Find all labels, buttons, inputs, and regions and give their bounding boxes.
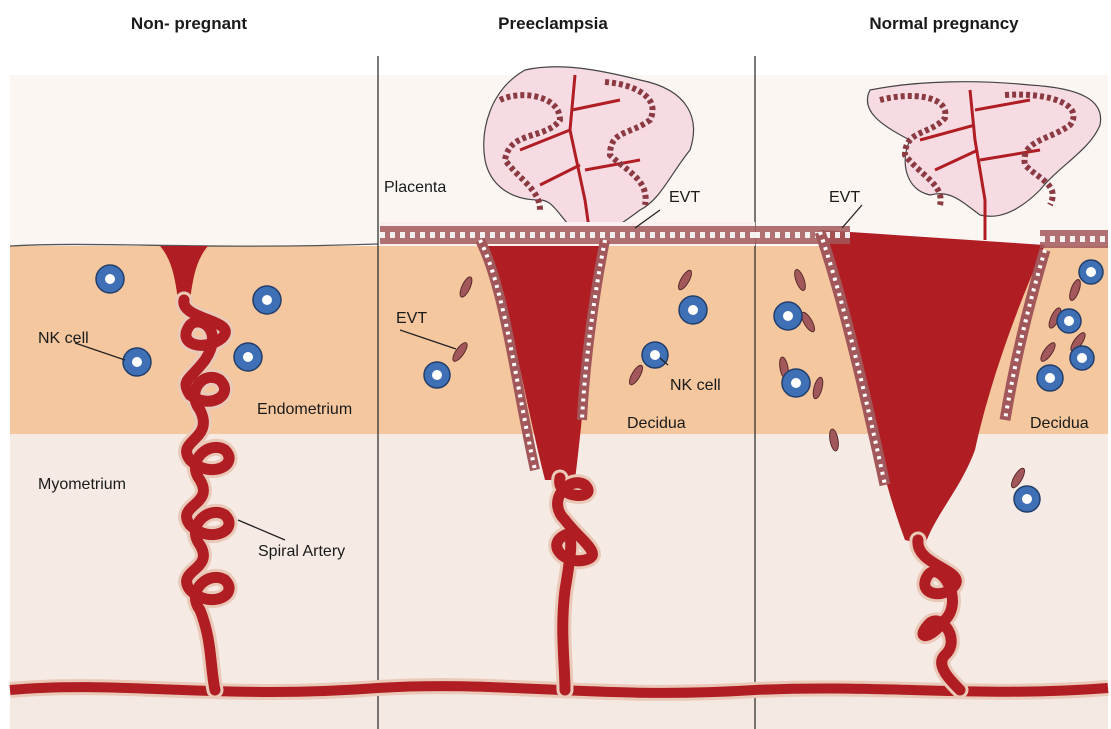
nk-cell xyxy=(679,296,707,324)
nk-cell xyxy=(123,348,151,376)
panel-title-non-pregnant: Non- pregnant xyxy=(131,14,247,33)
label-myometrium: Myometrium xyxy=(38,476,126,493)
nk-cell xyxy=(1057,309,1081,333)
label-nk-cell: NK cell xyxy=(670,377,721,394)
nk-cell xyxy=(253,286,281,314)
nk-cell xyxy=(1014,486,1040,512)
nk-cell xyxy=(1079,260,1103,284)
label-decidua: Decidua xyxy=(1030,415,1089,432)
nk-cell xyxy=(774,302,802,330)
nk-cell xyxy=(782,369,810,397)
label-endometrium: Endometrium xyxy=(257,401,352,418)
label-decidua: Decidua xyxy=(627,415,686,432)
nk-cell xyxy=(1037,365,1063,391)
label-evt: EVT xyxy=(829,189,860,206)
panel-title-normal-pregnancy: Normal pregnancy xyxy=(869,14,1019,33)
label-evt-top: EVT xyxy=(669,189,700,206)
label-evt-left: EVT xyxy=(396,310,427,327)
label-spiral-artery: Spiral Artery xyxy=(258,543,345,560)
panel-title-preeclampsia: Preeclampsia xyxy=(498,14,608,33)
label-placenta: Placenta xyxy=(384,179,446,196)
label-nk-cell: NK cell xyxy=(38,330,89,347)
nk-cell xyxy=(234,343,262,371)
nk-cell xyxy=(96,265,124,293)
nk-cell xyxy=(642,342,668,368)
nk-cell xyxy=(1070,346,1094,370)
nk-cell xyxy=(424,362,450,388)
